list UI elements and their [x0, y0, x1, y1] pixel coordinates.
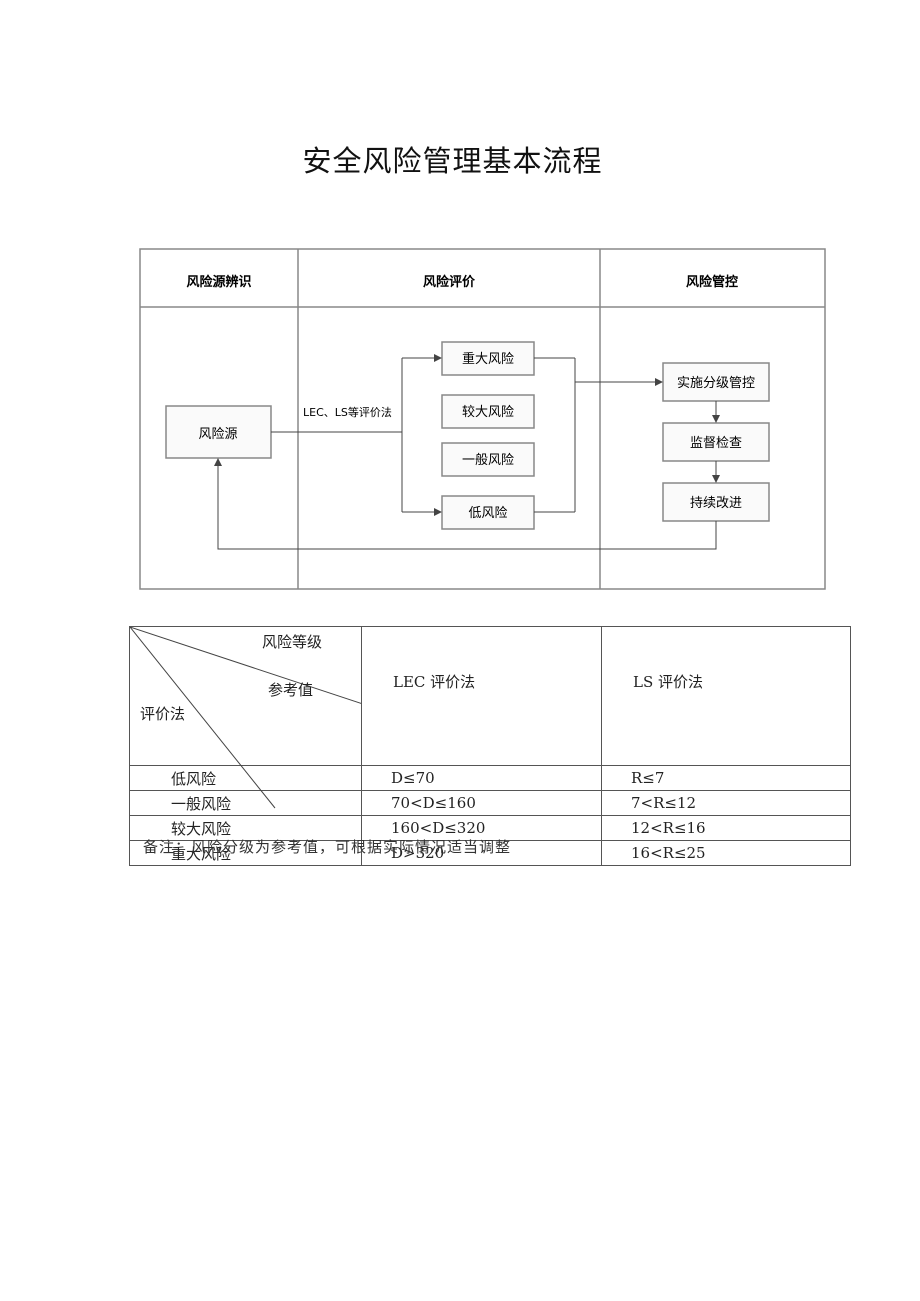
- table-header-row: 风险等级 参考值 评价法 LEC 评价法 LS 评价法: [129, 626, 851, 809]
- level-box-large: [441, 394, 535, 429]
- table-row: 较大风险 160<D≤320 12<R≤16: [129, 815, 851, 841]
- control-label-supervise: 监督检查: [690, 436, 742, 451]
- row-level: 较大风险: [129, 815, 362, 841]
- control-box-implement: [662, 362, 770, 402]
- level-box-major: [441, 341, 535, 376]
- column-header-evaluate: 风险评价: [423, 274, 476, 290]
- diagonal-header-cell: 风险等级 参考值 评价法: [129, 626, 362, 809]
- row-lec: D≤70: [361, 765, 602, 791]
- diag-label-method: 评价法: [140, 705, 186, 723]
- header-lec: LEC 评价法: [361, 626, 602, 766]
- row-lec: D>320: [361, 840, 602, 866]
- row-level: 低风险: [129, 765, 362, 791]
- row-ls: 12<R≤16: [601, 815, 851, 841]
- flowchart-frame: [139, 248, 826, 590]
- row-lec: 70<D≤160: [361, 790, 602, 816]
- risk-reference-table: 风险等级 参考值 评价法 LEC 评价法 LS 评价法 低风险 D≤70 R≤7…: [129, 626, 851, 866]
- level-box-low: [441, 495, 535, 530]
- feedback-loop: [214, 458, 717, 550]
- row-ls: 7<R≤12: [601, 790, 851, 816]
- column-header-control: 风险管控: [686, 274, 738, 290]
- level-label-general: 一般风险: [462, 452, 514, 468]
- row-ls: 16<R≤25: [601, 840, 851, 866]
- diagonal-lines: [130, 627, 361, 809]
- table-row: 低风险 D≤70 R≤7: [129, 765, 851, 791]
- page-title: 安全风险管理基本流程: [302, 144, 603, 178]
- level-label-major: 重大风险: [462, 351, 514, 367]
- row-lec: 160<D≤320: [361, 815, 602, 841]
- level-label-low: 低风险: [468, 506, 507, 521]
- risk-flowchart: 风险源辨识 风险评价 风险管控 风险源 重大风险 较大风险 一般风险 低风险 实…: [139, 248, 826, 590]
- control-label-implement: 实施分级管控: [677, 376, 755, 391]
- control-box-supervise: [662, 422, 770, 462]
- footnote: 备注：风险分级为参考值，可根据实际情况适当调整: [143, 838, 512, 856]
- row-level: 一般风险: [129, 790, 362, 816]
- risk-source-label: 风险源: [198, 427, 237, 442]
- control-box-improve: [662, 482, 770, 522]
- column-header-identify: 风险源辨识: [186, 274, 251, 290]
- table-row: 重大风险 D>320 16<R≤25: [129, 840, 851, 866]
- level-box-general: [441, 442, 535, 477]
- diag-label-reference: 参考值: [268, 681, 314, 699]
- diag-label-level: 风险等级: [262, 633, 323, 651]
- table-row: 一般风险 70<D≤160 7<R≤12: [129, 790, 851, 816]
- level-label-large: 较大风险: [462, 405, 514, 420]
- row-level: 重大风险: [129, 840, 362, 866]
- method-label: LEC、LS等评价法: [303, 405, 392, 419]
- risk-source-box: [165, 405, 272, 459]
- control-label-improve: 持续改进: [690, 496, 742, 511]
- header-ls: LS 评价法: [601, 626, 851, 766]
- row-ls: R≤7: [601, 765, 851, 791]
